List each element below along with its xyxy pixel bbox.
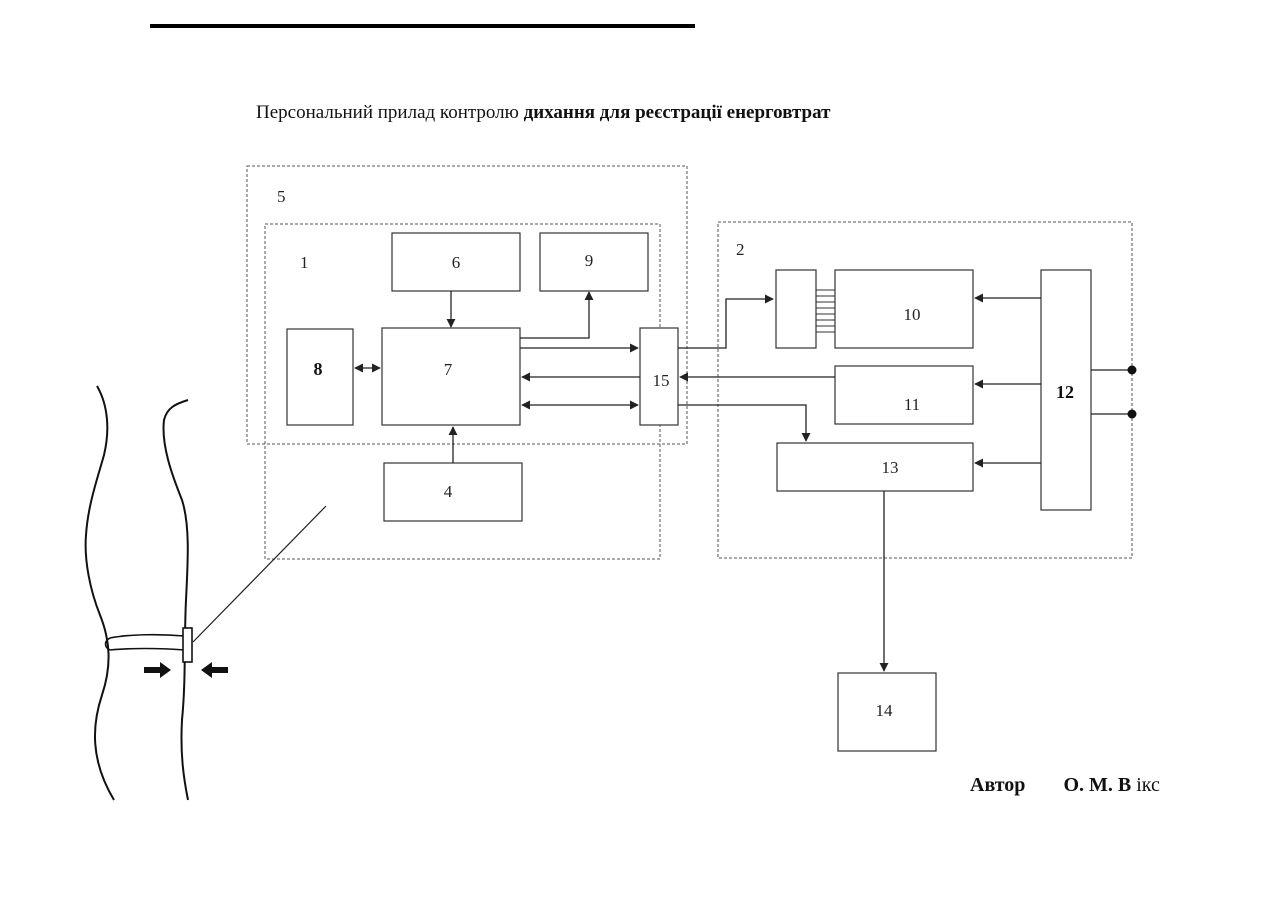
author-name-bold: О. М. В (1063, 774, 1131, 796)
group-2-label: 2 (736, 240, 745, 259)
sensor-band (106, 628, 193, 662)
arrow-15-to-10 (678, 299, 773, 348)
author-label: Автор (970, 774, 1025, 796)
block-10-connector-pins (816, 290, 835, 332)
block-8-label: 8 (314, 359, 323, 379)
group-1-label: 1 (300, 253, 309, 272)
limb-sketch (86, 386, 188, 800)
block-9 (540, 233, 648, 291)
terminal-dot-top (1128, 366, 1137, 375)
block-10-label: 10 (904, 305, 921, 324)
block-15-label: 15 (653, 371, 670, 390)
group-5-label: 5 (277, 187, 286, 206)
compression-arrows (144, 662, 228, 678)
block-9-label: 9 (585, 251, 594, 270)
block-14-label: 14 (876, 701, 894, 720)
block-10-connector (776, 270, 816, 348)
block-13 (777, 443, 973, 491)
block-7-label: 7 (444, 360, 453, 379)
block-12-label: 12 (1056, 382, 1074, 402)
block-6-label: 6 (452, 253, 461, 272)
arrow-7-to-9 (520, 292, 589, 338)
terminal-dot-bottom (1128, 410, 1137, 419)
block-13-label: 13 (882, 458, 899, 477)
block-4-label: 4 (444, 482, 453, 501)
sensor-leader-line (193, 506, 326, 642)
block-11-label: 11 (904, 395, 920, 414)
author-line: Автор О. М. В ікс (970, 774, 1160, 797)
block-4 (384, 463, 522, 521)
arrow-15-to-13 (678, 405, 806, 441)
author-name-regular: ікс (1136, 774, 1160, 796)
